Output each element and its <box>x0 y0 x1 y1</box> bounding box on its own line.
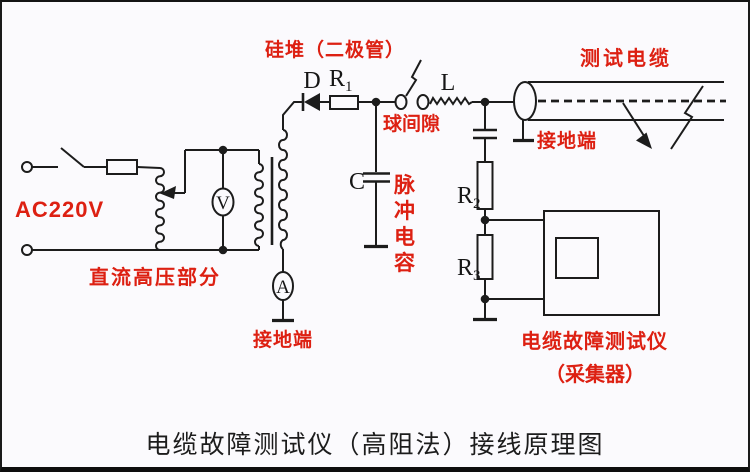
junction-dot <box>218 145 228 155</box>
collector-box <box>543 210 660 316</box>
label-ac220v: AC220V <box>15 197 105 222</box>
junction-dot <box>218 245 228 255</box>
ball-gap <box>394 59 430 110</box>
r1-body <box>329 95 359 110</box>
label-tester-name: 电缆故障测试仪 <box>521 331 668 353</box>
primary-winding <box>254 163 264 247</box>
junction-dot <box>480 215 490 225</box>
l-label: L <box>441 70 456 96</box>
gap-sphere-left <box>394 94 408 110</box>
label-ball-gap: 球间隙 <box>383 114 441 135</box>
label-tester-sub: （采集器） <box>545 364 645 386</box>
collector-screen <box>555 237 599 279</box>
cable-break-bolt <box>670 85 704 150</box>
inductor-coil <box>429 96 473 106</box>
label-pulse-capacitor: 脉 冲 电 容 <box>394 174 415 275</box>
collector-outer <box>543 210 660 316</box>
hv-transformer <box>254 101 303 272</box>
switch-blade <box>60 147 85 168</box>
fault-arrow-shaft <box>622 102 647 140</box>
diode-triangle <box>304 93 320 111</box>
label-dc-hv-section: 直流高压部分 <box>89 267 221 289</box>
voltmeter-letter: V <box>216 193 230 214</box>
ammeter-letter: A <box>276 277 290 298</box>
voltmeter-body <box>211 187 235 217</box>
label-silicon-stack: 硅堆（二极管） <box>265 40 406 61</box>
label-transformer-ground: 接地端 <box>253 330 314 351</box>
cable-end-face <box>513 81 537 121</box>
wire <box>136 166 161 169</box>
wiper-arrow <box>160 186 176 199</box>
test-cable <box>513 81 726 150</box>
variac <box>155 149 259 251</box>
fuse-resistor <box>106 159 138 175</box>
c-label: C <box>349 169 365 195</box>
label-cable-ground: 接地端 <box>537 131 598 152</box>
junction-dot <box>480 294 490 304</box>
pulse-capacitor <box>363 102 390 249</box>
fault-arrow-head <box>636 132 652 149</box>
inductor-l <box>429 96 481 106</box>
r3-label: R3 <box>457 255 481 284</box>
diagram-title: 电缆故障测试仪（高阻法）接线原理图 <box>145 431 605 459</box>
schematic-svg: V A <box>21 59 726 323</box>
resistor-r1 <box>329 95 395 110</box>
variac-winding <box>155 167 165 251</box>
diode-label: D <box>303 68 320 94</box>
r1-label: R1 <box>329 66 353 95</box>
input-terminal-top <box>21 161 33 173</box>
ammeter: A <box>272 271 294 323</box>
spark-bolt <box>405 59 422 97</box>
gap-sphere-right <box>416 94 430 110</box>
divider-branch <box>473 101 544 322</box>
secondary-top-lead <box>282 101 303 130</box>
voltmeter: V <box>211 150 235 250</box>
r2-label: R2 <box>457 183 481 212</box>
secondary-winding <box>278 129 288 250</box>
label-test-cable: 测试电缆 <box>580 48 672 70</box>
diode-d <box>301 93 330 111</box>
input-terminal-bottom <box>21 244 33 256</box>
